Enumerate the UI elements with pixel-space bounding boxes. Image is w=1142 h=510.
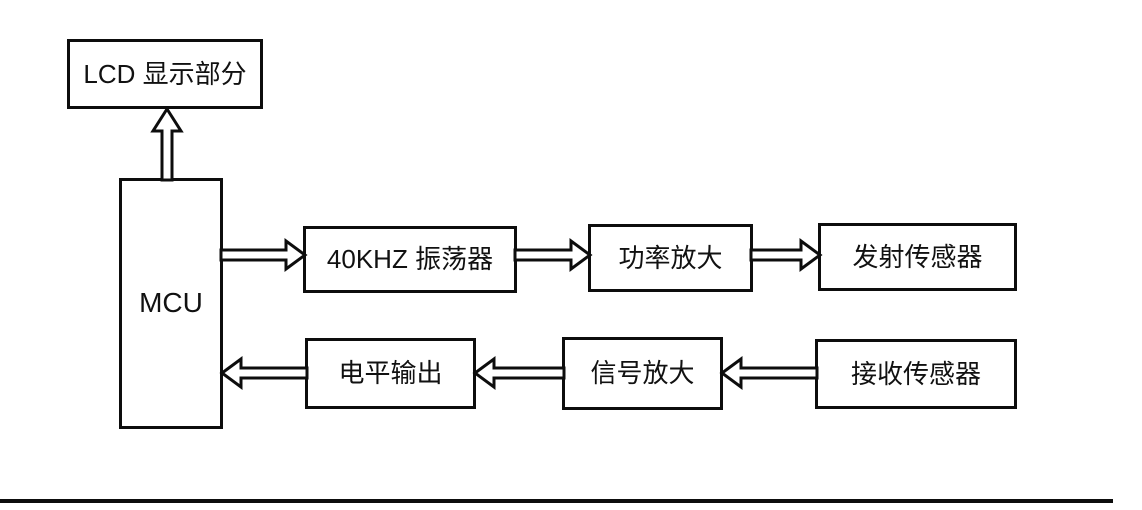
block-receive-sensor-label: 接收传感器 — [850, 358, 981, 389]
block-receive-sensor: 接收传感器 — [815, 339, 1017, 409]
block-power-amplifier: 功率放大 — [588, 224, 753, 292]
block-level-output: 电平输出 — [305, 338, 476, 409]
block-signal-amplifier-label: 信号放大 — [590, 358, 695, 389]
block-mcu: MCU — [119, 178, 223, 429]
block-lcd-display-label: LCD 显示部分 — [83, 58, 247, 89]
arrow-level-output-to-mcu-icon — [219, 356, 309, 390]
arrow-receive-sensor-to-signal-amp-icon — [719, 356, 819, 390]
block-signal-amplifier: 信号放大 — [562, 337, 723, 410]
block-mcu-label: MCU — [139, 287, 203, 319]
block-power-amplifier-label: 功率放大 — [618, 242, 723, 273]
block-level-output-label: 电平输出 — [338, 358, 443, 389]
block-40khz-oscillator: 40KHZ 振荡器 — [303, 226, 517, 293]
block-lcd-display: LCD 显示部分 — [67, 39, 263, 109]
bottom-divider-line — [0, 499, 1113, 503]
arrow-signal-amp-to-level-output-icon — [472, 356, 566, 390]
arrow-mcu-to-lcd-icon — [150, 106, 184, 182]
arrow-mcu-to-oscillator-icon — [219, 238, 308, 272]
block-transmit-sensor: 发射传感器 — [818, 223, 1017, 291]
block-transmit-sensor-label: 发射传感器 — [852, 241, 983, 272]
arrow-power-amp-to-transmit-sensor-icon — [749, 238, 823, 272]
block-40khz-oscillator-label: 40KHZ 振荡器 — [326, 244, 494, 275]
arrow-oscillator-to-power-amp-icon — [513, 238, 593, 272]
